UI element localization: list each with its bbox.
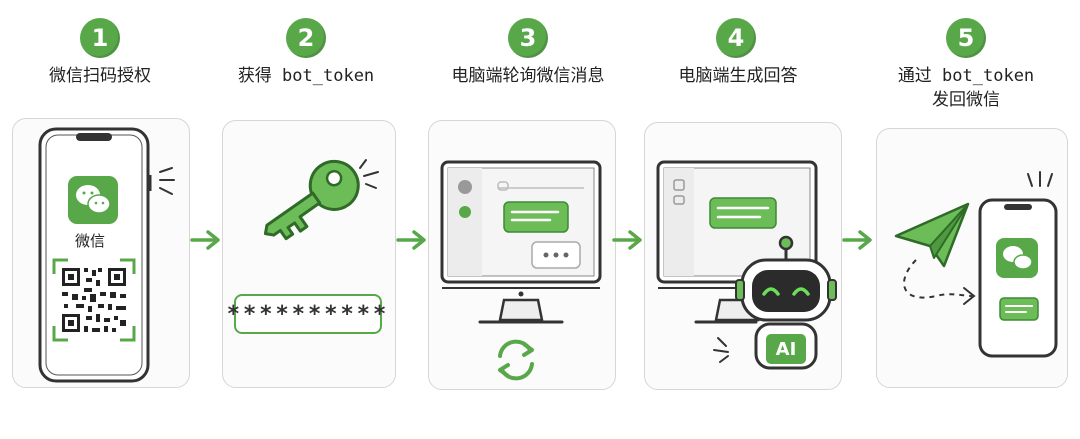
signal-marks-5 xyxy=(1027,171,1053,187)
arrow-2-to-3 xyxy=(396,230,426,250)
qr-code xyxy=(52,258,136,342)
wechat-label: 微信 xyxy=(75,232,106,250)
step-4-badge: 4 xyxy=(716,18,756,58)
monitor-illustration-4 xyxy=(656,160,818,324)
step-5-title: 通过 bot_token 发回微信 xyxy=(897,66,1035,110)
step-2-badge: 2 xyxy=(286,18,326,58)
step-4-title: 电脑端生成回答 xyxy=(678,66,798,86)
arrow-3-to-4 xyxy=(612,230,642,250)
arrow-1-to-2 xyxy=(190,230,220,250)
step-1-title: 微信扫码授权 xyxy=(49,66,151,86)
step-5-badge: 5 xyxy=(946,18,986,58)
step-2-panel xyxy=(222,120,396,388)
signal-marks-1 xyxy=(159,167,175,195)
step-1-badge: 1 xyxy=(80,18,120,58)
sparkle-marks-2 xyxy=(359,159,379,189)
refresh-icon xyxy=(498,339,534,381)
wechat-icon xyxy=(68,176,118,224)
key-icon xyxy=(263,159,360,241)
phone-illustration-5 xyxy=(978,198,1058,358)
ai-badge: AI xyxy=(766,334,806,364)
token-field: ********** xyxy=(227,294,386,334)
step-3-badge: 3 xyxy=(508,18,548,58)
monitor-illustration-3 xyxy=(440,160,602,324)
arrow-4-to-5 xyxy=(842,230,872,250)
spark-marks-4 xyxy=(713,337,729,363)
paper-plane-icon xyxy=(894,202,976,305)
step-3-title: 电脑端轮询微信消息 xyxy=(451,66,605,86)
step-2-title: 获得 bot_token xyxy=(237,66,375,86)
phone-illustration xyxy=(38,127,152,383)
